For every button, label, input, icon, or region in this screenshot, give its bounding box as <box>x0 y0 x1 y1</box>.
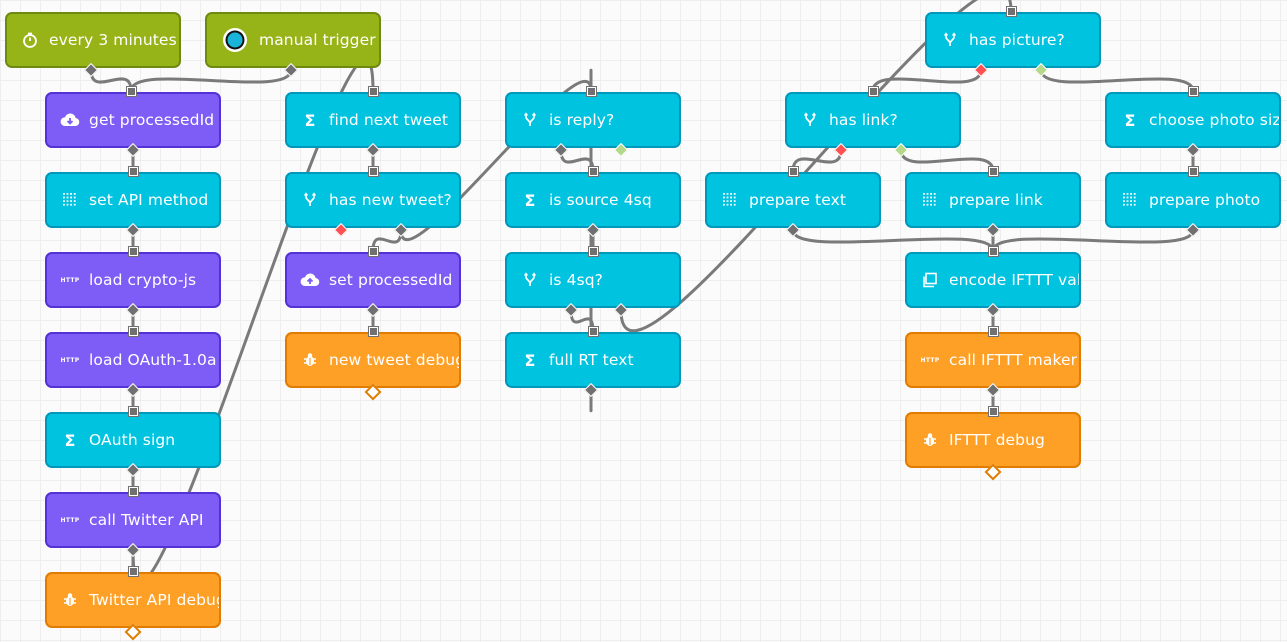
grid-icon <box>1120 193 1140 207</box>
node-label: IFTTT debug <box>949 431 1045 449</box>
node-label: is 4sq? <box>549 271 604 289</box>
node-label: prepare photo <box>1149 191 1261 209</box>
bug-icon <box>920 432 940 448</box>
bug-icon <box>300 352 320 368</box>
sigma-icon: Σ <box>524 190 536 210</box>
sigma-icon: Σ <box>304 110 316 130</box>
node-label: full RT text <box>549 351 634 369</box>
node-label: prepare text <box>749 191 847 209</box>
node-label: choose photo size <box>1149 111 1281 129</box>
grid-icon <box>920 193 940 207</box>
node-prepphoto[interactable]: prepare photo <box>1105 172 1281 228</box>
node-crypto[interactable]: HTTP load crypto-js <box>45 252 221 308</box>
node-label: new tweet debug <box>329 351 461 369</box>
node-setpid[interactable]: set processedId <box>285 252 461 308</box>
node-getpid[interactable]: get processedId <box>45 92 221 148</box>
node-isreply[interactable]: is reply? <box>505 92 681 148</box>
node-callifttt[interactable]: HTTP call IFTTT maker <box>905 332 1081 388</box>
node-label: prepare link <box>949 191 1043 209</box>
node-label: is source 4sq <box>549 191 652 209</box>
node-haspic[interactable]: has picture? <box>925 12 1101 68</box>
sigma-icon: Σ <box>64 430 76 450</box>
template-icon <box>920 272 940 288</box>
node-label: every 3 minutes <box>49 31 177 49</box>
node-oauthlib[interactable]: HTTP load OAuth-1.0a <box>45 332 221 388</box>
fork-icon <box>940 32 960 48</box>
radio-button-icon <box>221 27 249 53</box>
node-oauthsign[interactable]: Σ OAuth sign <box>45 412 221 468</box>
node-label: set API method <box>89 191 209 209</box>
sigma-icon: Σ <box>524 350 536 370</box>
node-label: has link? <box>829 111 898 129</box>
node-label: find next tweet <box>329 111 449 129</box>
node-twdebug[interactable]: Twitter API debug <box>45 572 221 628</box>
sigma-icon: Σ <box>1124 110 1136 130</box>
node-label: load OAuth-1.0a <box>89 351 217 369</box>
http-icon: HTTP <box>920 356 940 364</box>
node-encode[interactable]: encode IFTTT value <box>905 252 1081 308</box>
fork-icon <box>520 112 540 128</box>
node-label: is reply? <box>549 111 615 129</box>
http-icon: HTTP <box>60 516 80 524</box>
node-every3[interactable]: every 3 minutes <box>5 12 181 68</box>
node-is4sq[interactable]: is 4sq? <box>505 252 681 308</box>
node-preplink[interactable]: prepare link <box>905 172 1081 228</box>
node-label: set processedId <box>329 271 453 289</box>
timer-icon <box>20 31 40 49</box>
node-label: encode IFTTT value <box>949 271 1081 289</box>
fork-icon <box>800 112 820 128</box>
http-icon: HTTP <box>60 356 80 364</box>
node-haslink[interactable]: has link? <box>785 92 961 148</box>
grid-icon <box>720 193 740 207</box>
fork-icon <box>520 272 540 288</box>
node-label: OAuth sign <box>89 431 176 449</box>
node-newdebug[interactable]: new tweet debug <box>285 332 461 388</box>
bug-icon <box>60 592 80 608</box>
node-iftttdebug[interactable]: IFTTT debug <box>905 412 1081 468</box>
node-manual[interactable]: manual trigger <box>205 12 381 68</box>
node-label: get processedId <box>89 111 215 129</box>
node-label: has picture? <box>969 31 1065 49</box>
node-label: has new tweet? <box>329 191 452 209</box>
node-label: call IFTTT maker <box>949 351 1078 369</box>
cloud-download-icon <box>60 112 80 128</box>
node-hasnew[interactable]: has new tweet? <box>285 172 461 228</box>
node-setapi[interactable]: set API method <box>45 172 221 228</box>
node-preptext[interactable]: prepare text <box>705 172 881 228</box>
node-label: manual trigger <box>259 31 376 49</box>
node-label: call Twitter API <box>89 511 204 529</box>
http-icon: HTTP <box>60 276 80 284</box>
fork-icon <box>300 192 320 208</box>
node-calltw[interactable]: HTTP call Twitter API <box>45 492 221 548</box>
grid-icon <box>60 193 80 207</box>
cloud-upload-icon <box>300 272 320 288</box>
node-label: Twitter API debug <box>89 591 221 609</box>
node-label: load crypto-js <box>89 271 197 289</box>
